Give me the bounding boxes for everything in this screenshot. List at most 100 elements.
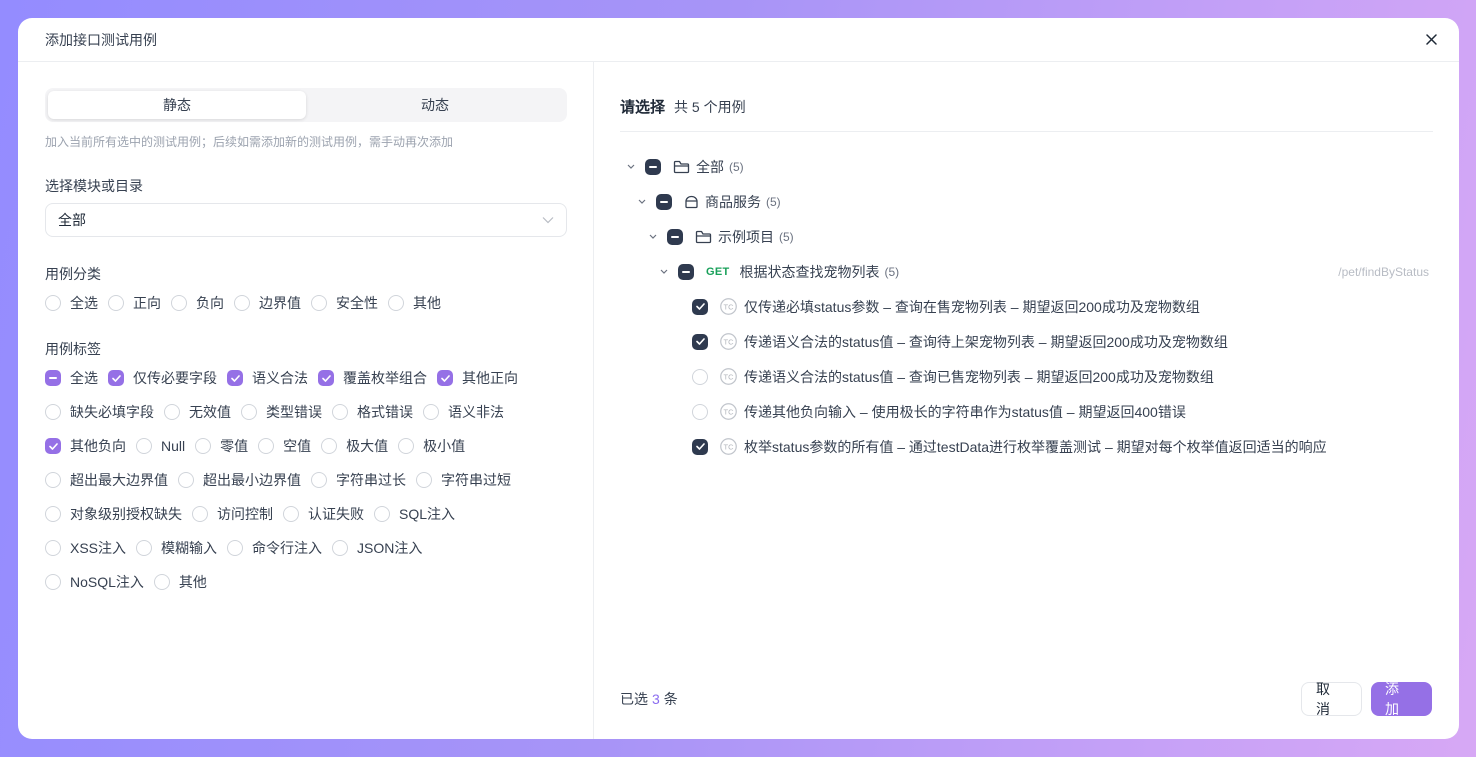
add-button[interactable]: 添加 <box>1371 681 1432 717</box>
tag-checkbox[interactable]: 无效值 <box>164 402 231 422</box>
checkbox-unchecked-icon[interactable] <box>45 404 61 420</box>
tag-checkbox[interactable]: 访问控制 <box>192 504 273 524</box>
checkbox-unchecked-icon[interactable] <box>332 540 349 556</box>
tag-checkbox[interactable]: 字符串过短 <box>416 470 511 490</box>
tab-static[interactable]: 静态 <box>48 91 306 119</box>
tag-checkbox[interactable]: 语义合法 <box>227 368 308 388</box>
tag-checkbox[interactable]: 认证失败 <box>283 504 364 524</box>
checkbox-unchecked-icon[interactable] <box>192 506 208 522</box>
checkbox-checked-icon[interactable] <box>318 370 334 386</box>
tag-checkbox[interactable]: SQL注入 <box>374 504 455 524</box>
tag-checkbox[interactable]: 其他正向 <box>437 368 518 388</box>
checkbox-unchecked-icon[interactable] <box>45 540 61 556</box>
chevron-down-icon[interactable] <box>637 197 647 207</box>
tag-checkbox[interactable]: 零值 <box>195 436 248 456</box>
checkbox-unchecked-icon[interactable] <box>283 506 299 522</box>
checkbox-checked-icon[interactable] <box>437 370 453 386</box>
tag-checkbox[interactable]: 类型错误 <box>241 402 322 422</box>
tag-checkbox[interactable]: Null <box>136 438 185 454</box>
checkbox-indeterminate-icon[interactable] <box>645 158 661 175</box>
module-select[interactable]: 全部 <box>45 203 567 237</box>
checkbox-checked-icon[interactable] <box>45 438 61 454</box>
category-checkbox[interactable]: 正向 <box>108 293 161 313</box>
checkbox-unchecked-icon[interactable] <box>234 295 250 311</box>
checkbox-unchecked-icon[interactable] <box>45 295 61 311</box>
checkbox-indeterminate-icon[interactable] <box>656 193 672 210</box>
tag-checkbox[interactable]: 空值 <box>258 436 311 456</box>
tag-checkbox[interactable]: NoSQL注入 <box>45 572 144 592</box>
checkbox-checked-icon[interactable] <box>692 438 708 455</box>
checkbox-unchecked-icon[interactable] <box>311 295 327 311</box>
chevron-down-icon[interactable] <box>659 267 669 277</box>
category-checkbox[interactable]: 负向 <box>171 293 224 313</box>
tab-dynamic[interactable]: 动态 <box>421 97 449 113</box>
checkbox-unchecked-icon[interactable] <box>332 404 348 420</box>
tag-checkbox[interactable]: 超出最小边界值 <box>178 470 301 490</box>
tag-checkbox[interactable]: 缺失必填字段 <box>45 402 154 422</box>
tag-checkbox[interactable]: 字符串过长 <box>311 470 406 490</box>
checkbox-checked-icon[interactable] <box>227 370 243 386</box>
checkbox-checked-icon[interactable] <box>108 370 124 386</box>
checkbox-unchecked-icon[interactable] <box>171 295 187 311</box>
tag-checkbox[interactable]: 其他负向 <box>45 436 126 456</box>
tag-checkbox[interactable]: 极大值 <box>321 436 388 456</box>
checkbox-unchecked-icon[interactable] <box>388 295 404 311</box>
checkbox-unchecked-icon[interactable] <box>692 403 708 420</box>
checkbox-unchecked-icon[interactable] <box>398 438 415 454</box>
checkbox-indeterminate-icon[interactable] <box>678 263 694 280</box>
checkbox-unchecked-icon[interactable] <box>164 404 180 420</box>
tag-checkbox[interactable]: JSON注入 <box>332 538 422 558</box>
checkbox-unchecked-icon[interactable] <box>178 472 194 488</box>
checkbox-checked-icon[interactable] <box>692 333 708 350</box>
checkbox-unchecked-icon[interactable] <box>153 574 170 590</box>
chevron-down-icon[interactable] <box>626 162 636 172</box>
checkbox-checked-icon[interactable] <box>692 298 708 315</box>
checkbox-unchecked-icon[interactable] <box>423 404 439 420</box>
tag-checkbox[interactable]: 对象级别授权缺失 <box>45 504 182 524</box>
category-checkbox[interactable]: 安全性 <box>311 293 378 313</box>
category-checkbox[interactable]: 全选 <box>45 293 98 313</box>
tag-checkbox[interactable]: 命令行注入 <box>227 538 322 558</box>
checkbox-unchecked-icon[interactable] <box>374 506 390 522</box>
tree-node-folder[interactable]: 示例项目(5) <box>620 219 1433 254</box>
tag-checkbox[interactable]: 语义非法 <box>423 402 504 422</box>
category-checkbox[interactable]: 其他 <box>388 293 441 313</box>
checkbox-unchecked-icon[interactable] <box>692 368 708 385</box>
checkbox-unchecked-icon[interactable] <box>108 295 124 311</box>
tag-checkbox[interactable]: 模糊输入 <box>136 538 217 558</box>
tree-node-module[interactable]: 商品服务(5) <box>620 184 1433 219</box>
checkbox-unchecked-icon[interactable] <box>136 540 153 556</box>
tree-node-folder[interactable]: 全部(5) <box>620 149 1433 184</box>
tag-checkbox[interactable]: XSS注入 <box>45 538 126 558</box>
close-button[interactable] <box>1423 32 1439 48</box>
checkbox-indeterminate-icon[interactable] <box>45 370 61 386</box>
tag-checkbox[interactable]: 格式错误 <box>332 402 413 422</box>
tag-checkbox[interactable]: 仅传必要字段 <box>108 368 217 388</box>
tag-checkbox[interactable]: 超出最大边界值 <box>45 470 168 490</box>
checkbox-unchecked-icon[interactable] <box>45 472 61 488</box>
tag-checkbox[interactable]: 其他 <box>153 572 207 592</box>
checkbox-unchecked-icon[interactable] <box>45 506 61 522</box>
tag-checkbox[interactable]: 覆盖枚举组合 <box>318 368 427 388</box>
checkbox-unchecked-icon[interactable] <box>45 574 61 590</box>
checkbox-unchecked-icon[interactable] <box>321 438 338 454</box>
checkbox-unchecked-icon[interactable] <box>311 472 327 488</box>
tag-checkbox[interactable]: 极小值 <box>398 436 465 456</box>
checkbox-unchecked-icon[interactable] <box>258 438 275 454</box>
checkbox-unchecked-icon[interactable] <box>136 438 152 454</box>
checkbox-unchecked-icon[interactable] <box>241 404 257 420</box>
checkbox-indeterminate-icon[interactable] <box>667 228 683 245</box>
tag-checkbox[interactable]: 全选 <box>45 368 98 388</box>
chevron-down-icon[interactable] <box>648 232 658 242</box>
category-checkbox[interactable]: 边界值 <box>234 293 301 313</box>
checkbox-unchecked-icon[interactable] <box>416 472 432 488</box>
cancel-button[interactable]: 取消 <box>1301 681 1362 717</box>
checkbox-unchecked-icon[interactable] <box>195 438 212 454</box>
checkbox-unchecked-icon[interactable] <box>227 540 244 556</box>
